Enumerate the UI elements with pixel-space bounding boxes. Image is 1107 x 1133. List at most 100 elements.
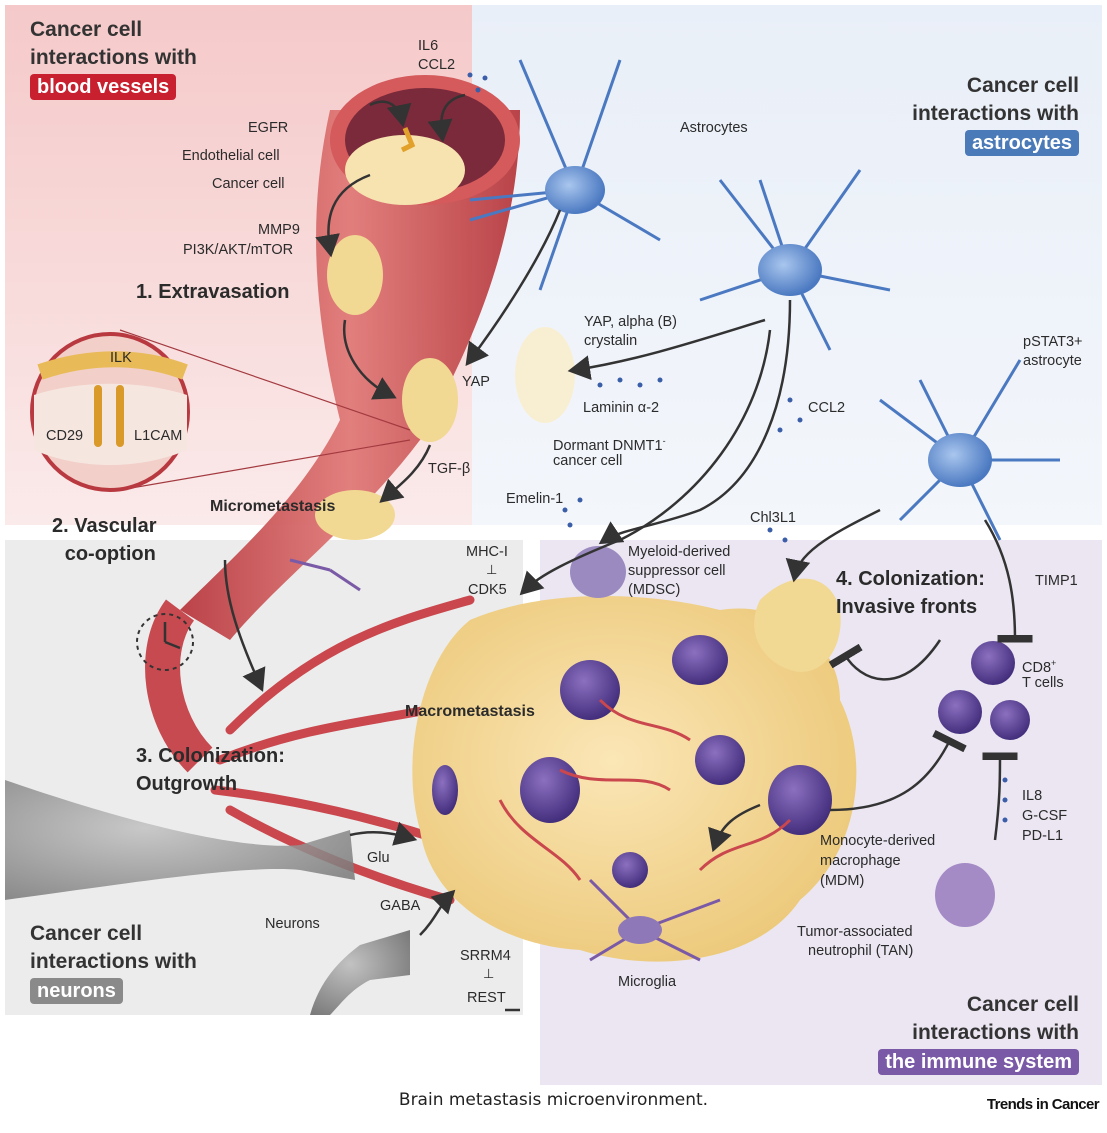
glu-label: Glu xyxy=(367,850,390,866)
step-vascular-line2: co-option xyxy=(64,543,156,565)
pi3k-label: PI3K/AKT/mTOR xyxy=(183,242,294,258)
tumor-immune-cells xyxy=(432,635,832,888)
chi3l1-label: Chl3L1 xyxy=(750,510,796,526)
cancer-cell-label: Cancer cell xyxy=(212,176,285,192)
emelin-label: Emelin-1 xyxy=(506,491,564,507)
microglia-label: Microglia xyxy=(618,974,677,990)
astrocyte-1 xyxy=(545,166,605,214)
mdsc-cell xyxy=(570,546,626,598)
dormant-label-sup: - xyxy=(662,436,666,446)
astrocytes-title-line2: interactions with xyxy=(912,102,1079,125)
dormant-label-text: Dormant DNMT1 xyxy=(553,437,663,454)
mdsc-label-1: Myeloid-derived xyxy=(628,544,731,560)
blood-vessel xyxy=(180,110,520,640)
dormant-cancer-cell xyxy=(515,327,575,423)
inset-membrane xyxy=(34,383,187,465)
extravasating-cancer-cell xyxy=(327,235,383,315)
neurons-title: Cancer cell interactions with neurons xyxy=(30,920,197,1005)
ilk-label: ILK xyxy=(110,350,132,366)
cancer-cell-in-vessel xyxy=(345,135,465,205)
cd8-label-2: T cells xyxy=(1022,675,1064,691)
mhc-cdk5-inhibition-icon: ⊥ xyxy=(486,562,498,577)
l1cam-label: L1CAM xyxy=(134,428,183,444)
step-invasive-line1: 4. Colonization: xyxy=(836,568,985,590)
neurons-title-line2: interactions with xyxy=(30,950,197,973)
tumor-vessels xyxy=(498,698,792,881)
yap-cancer-cell xyxy=(402,358,458,442)
immune-title-line1: Cancer cell xyxy=(966,993,1079,1016)
mdm-label-1: Monocyte-derived xyxy=(820,833,936,849)
pstat3-label-1: pSTAT3+ xyxy=(1023,334,1083,350)
tgfb-label: TGF-β xyxy=(428,461,471,477)
pstat3-astrocyte xyxy=(928,433,992,487)
blood-vessels-title-line2: interactions with xyxy=(30,46,197,69)
inset-cell-edge xyxy=(37,351,188,380)
tan-neutrophil xyxy=(935,863,995,927)
blood-vessels-title: Cancer cell interactions with blood vess… xyxy=(30,16,197,101)
mdsc-label-3: (MDSC) xyxy=(628,582,681,598)
step-outgrowth-line1: 3. Colonization: xyxy=(136,745,285,767)
tan-label-1: Tumor-associated xyxy=(797,924,913,940)
vessel-branch xyxy=(145,599,213,773)
astrocytes-title: Cancer cell interactions with astrocytes xyxy=(912,72,1079,157)
timp1-label: TIMP1 xyxy=(1035,573,1078,589)
microglia-cell xyxy=(618,916,662,944)
ccl2-top-label: CCL2 xyxy=(418,57,456,73)
cd8-label-sup: + xyxy=(1051,658,1057,668)
astrocytes-label: Astrocytes xyxy=(680,120,748,136)
step-vascular-cooption: 2. Vascular co-option xyxy=(52,512,157,568)
journal-logo: Trends in Cancer xyxy=(986,1096,1100,1113)
l1cam-molecule xyxy=(116,385,124,447)
neurons-badge: neurons xyxy=(30,978,123,1004)
step-extravasation: 1. Extravasation xyxy=(136,281,290,303)
blood-vessels-badge: blood vessels xyxy=(30,74,177,100)
inset-connector-top xyxy=(119,329,411,431)
clock-hand-icon xyxy=(164,640,181,650)
neuron-axon-1 xyxy=(5,780,355,900)
blood-vessels-title-line1: Cancer cell xyxy=(30,18,143,41)
cd29-label: CD29 xyxy=(46,428,84,444)
cd29-molecule xyxy=(94,385,102,447)
step-colonization-outgrowth: 3. Colonization: Outgrowth xyxy=(136,742,285,798)
figure-caption: Brain metastasis microenvironment. xyxy=(398,1090,709,1110)
il6-label: IL6 xyxy=(418,38,439,54)
immune-title-line2: interactions with xyxy=(912,1021,1079,1044)
mhc-label: MHC-I xyxy=(466,544,508,560)
laminin-label: Laminin α-2 xyxy=(583,400,660,416)
immune-title: Cancer cell interactions with the immune… xyxy=(878,991,1079,1076)
pstat3-label-2: astrocyte xyxy=(1023,353,1082,369)
step-outgrowth-line2: Outgrowth xyxy=(136,773,238,795)
egfr-label: EGFR xyxy=(248,120,289,136)
srrm4-rest-inhibition-icon: ⊥ xyxy=(483,966,495,981)
cdk5-label: CDK5 xyxy=(468,582,507,598)
micrometastasis-cells xyxy=(315,490,395,540)
neurons-title-line1: Cancer cell xyxy=(30,922,143,945)
mmp9-label: MMP9 xyxy=(258,222,300,238)
immune-badge: the immune system xyxy=(878,1049,1079,1075)
yap-label: YAP xyxy=(462,374,490,390)
invasive-front xyxy=(754,578,841,672)
yap-alpha-label-2: crystalin xyxy=(584,333,638,349)
step-vascular-line1: 2. Vascular xyxy=(52,515,157,537)
step-colonization-invasive: 4. Colonization: Invasive fronts xyxy=(836,565,985,621)
mdm-label-2: macrophage xyxy=(820,853,901,869)
micrometastasis-label: Micrometastasis xyxy=(210,498,336,515)
endothelial-cell-label: Endothelial cell xyxy=(182,148,280,164)
neuron-axon-2 xyxy=(310,930,410,1015)
srrm4-label: SRRM4 xyxy=(460,948,511,964)
signaling-arrows xyxy=(223,93,1033,936)
dormant-label-1: Dormant DNMT1- xyxy=(553,431,666,456)
dormant-label-2: cancer cell xyxy=(553,453,623,469)
signal-dots xyxy=(467,72,1008,823)
tan-label-2: neutrophil (TAN) xyxy=(808,943,914,959)
egfr-receptor xyxy=(400,127,416,153)
ccl2-mid-label: CCL2 xyxy=(808,400,846,416)
gcsf-label: G-CSF xyxy=(1022,808,1068,824)
mdsc-label-2: suppressor cell xyxy=(628,563,726,579)
rest-label: REST xyxy=(467,990,506,1006)
clock-icon xyxy=(136,613,194,671)
step-invasive-line2: Invasive fronts xyxy=(836,596,978,618)
yap-alpha-label-1: YAP, alpha (B) xyxy=(584,314,677,330)
